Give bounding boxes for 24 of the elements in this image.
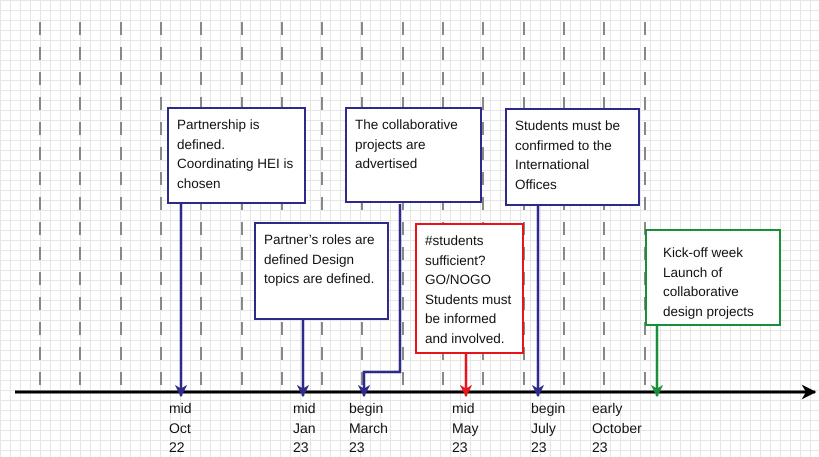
date-label: begin July 23 <box>531 399 566 457</box>
event-text: Partnership is defined. Coordinating HEI is chosen <box>177 116 294 192</box>
date-label: begin March 23 <box>349 399 388 457</box>
date-label: mid Jan 23 <box>293 399 316 457</box>
arrow <box>460 354 472 398</box>
event-text: Kick-off week Launch of collaborative design projects <box>663 244 755 321</box>
event-box <box>345 107 482 203</box>
event-box <box>167 107 306 204</box>
arrow <box>174 204 188 398</box>
arrow <box>296 320 310 398</box>
event-box <box>254 222 389 320</box>
arrow <box>650 326 664 398</box>
arrow <box>532 206 544 398</box>
event-box <box>505 108 640 206</box>
event-text: Students must be confirmed to the International Offices <box>515 117 622 194</box>
event-box <box>415 223 524 354</box>
event-text: Partner’s roles are defined Design topics are defined. <box>264 231 376 288</box>
event-text: The collaborative projects are advertised <box>355 116 459 173</box>
event-text: #students sufficient? GO/NOGO Students must be informed and involved. <box>425 232 512 348</box>
date-label: mid Oct 22 <box>169 399 192 457</box>
event-box <box>645 229 781 326</box>
date-label: mid May 23 <box>452 399 478 457</box>
arrow <box>358 204 402 398</box>
date-label: early October 23 <box>592 399 642 457</box>
